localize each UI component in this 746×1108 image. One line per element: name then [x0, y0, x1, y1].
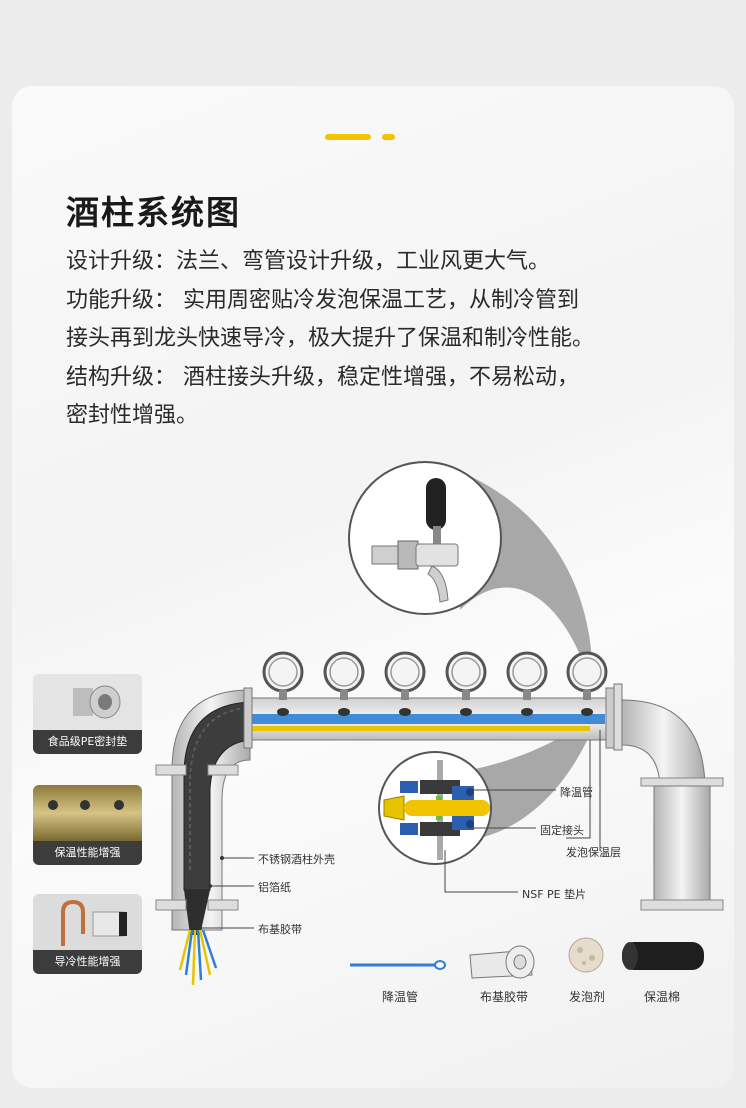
tap-rings: [262, 651, 608, 716]
thumb-caption: 导冷性能增强: [33, 950, 142, 974]
tap-ring-inner: [451, 657, 481, 687]
label-foam-layer: 发泡保温层: [566, 846, 621, 859]
tap-fitting: [581, 708, 593, 716]
label-foil: 铝箔纸: [258, 881, 291, 894]
tap-ring-inner: [572, 657, 602, 687]
label-cloth-tape: 布基胶带: [258, 923, 302, 936]
description-line: 接头再到龙头快速导冷，极大提升了保温和制冷性能。: [66, 326, 595, 351]
legend-label-foam: 发泡剂: [568, 990, 605, 1004]
label-cooling-tube: 降温管: [560, 786, 593, 799]
legend-label-cooling-tube: 降温管: [381, 990, 418, 1004]
legend-label-insulation: 保温棉: [643, 990, 680, 1004]
tap-stem: [340, 690, 348, 700]
right-elbow-pipe: [621, 699, 706, 791]
description-line: 设计升级：法兰、弯管设计升级，工业风更大气。: [66, 249, 551, 274]
tap-stem: [401, 690, 409, 700]
foam-icon: [568, 937, 604, 973]
insulation-icon: [622, 942, 704, 970]
tap-stem: [523, 690, 531, 700]
thumb-cooling: 导冷性能增强: [33, 894, 142, 974]
tap-fitting: [521, 708, 533, 716]
accent-dash-short: [382, 134, 395, 140]
zoom-funnel-bottom: [470, 722, 592, 840]
gasket-icon: [33, 674, 142, 730]
description-line: 结构升级： 酒柱接头升级，稳定性增强，不易松动，: [66, 364, 579, 390]
tap-fitting: [399, 708, 411, 716]
tap-stem: [462, 690, 470, 700]
tap-fitting: [338, 708, 350, 716]
copper-coil-icon: [33, 894, 142, 950]
label-nsf-gasket: NSF PE 垫片: [522, 888, 587, 901]
tap-ring-inner: [329, 657, 359, 687]
tap-ring-inner: [268, 657, 298, 687]
yellow-beer-line: [250, 726, 590, 731]
faucet-zoom-circle: [348, 461, 502, 615]
accent-dash-long: [325, 134, 371, 140]
thumb-pe-gasket: 食品级PE密封垫: [33, 674, 142, 754]
thumb-caption: 保温性能增强: [33, 841, 142, 865]
insulated-bar-icon: [33, 785, 142, 841]
tap-stem: [279, 690, 287, 700]
label-steel-shell: 不锈钢酒柱外壳: [258, 853, 335, 866]
legend-label-tape: 布基胶带: [479, 990, 528, 1004]
cable-ends: [178, 929, 218, 986]
thumb-insulation: 保温性能增强: [33, 785, 142, 865]
cooling-tube-icon: [350, 960, 446, 970]
description-line: 功能升级： 实用周密贴冷发泡保温工艺，从制冷管到: [66, 287, 579, 313]
tape-roll-icon: [469, 945, 535, 979]
thumb-caption: 食品级PE密封垫: [33, 730, 142, 754]
label-fixed-joint: 固定接头: [540, 824, 584, 837]
page-title: 酒柱系统图: [66, 193, 241, 232]
description-line: 密封性增强。: [66, 403, 199, 428]
tap-stem: [583, 690, 591, 700]
description-text: 设计升级：法兰、弯管设计升级，工业风更大气。 功能升级： 实用周密贴冷发泡保温工…: [66, 243, 686, 436]
tap-ring-inner: [512, 657, 542, 687]
tap-fitting: [460, 708, 472, 716]
tap-fitting: [277, 708, 289, 716]
callout-lines: [200, 730, 601, 929]
blue-cooling-line: [250, 714, 605, 724]
right-vertical-pipe: [653, 785, 711, 905]
joint-zoom-circle: [378, 751, 492, 865]
tap-ring-inner: [390, 657, 420, 687]
